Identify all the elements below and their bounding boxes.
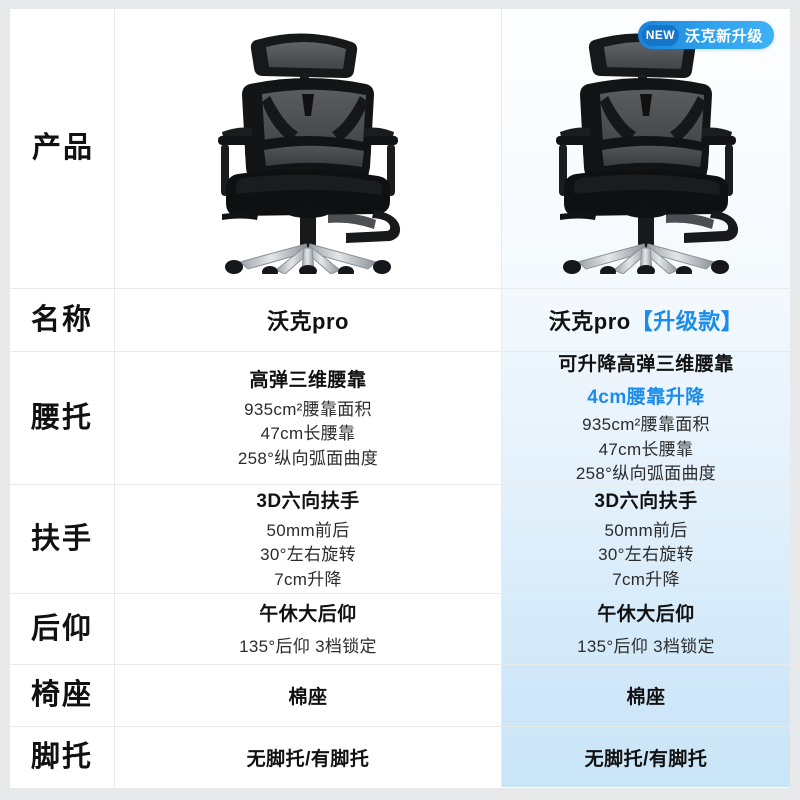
cell-new-recline: 午休大后仰 135°后仰 3档锁定: [502, 594, 790, 664]
chair-image-old: [115, 9, 501, 288]
spec-highlight: 4cm腰靠升降: [587, 387, 705, 409]
row-label-seat: 椅座: [10, 665, 115, 726]
chair-image-new: [502, 9, 790, 288]
cell-old-armrest: 3D六向扶手 50mm前后 30°左右旋转 7cm升降: [115, 485, 502, 593]
spec-title: 棉座: [288, 687, 328, 708]
spec-line: 935cm²腰靠面积: [244, 399, 372, 419]
spec-line: 935cm²腰靠面积: [582, 415, 710, 435]
spec-line: 135°后仰 3档锁定: [577, 636, 715, 656]
spec-line: 7cm升降: [274, 569, 342, 589]
table-row-lumbar: 腰托 高弹三维腰靠 935cm²腰靠面积 47cm长腰靠 258°纵向弧面曲度 …: [10, 352, 790, 485]
new-badge-label: 沃克新升级: [684, 27, 763, 45]
spec-line: 135°后仰 3档锁定: [239, 636, 377, 656]
cell-old-footrest: 无脚托/有脚托: [115, 727, 502, 787]
row-label-name: 名称: [10, 289, 115, 351]
row-label-text: 名称: [30, 303, 93, 336]
new-badge-chip: NEW: [641, 24, 679, 46]
spec-line: 258°纵向弧面曲度: [237, 448, 379, 468]
table-row-armrest: 扶手 3D六向扶手 50mm前后 30°左右旋转 7cm升降 3D六向扶手 50…: [10, 485, 790, 594]
product-name-new-suffix: 【升级款】: [630, 309, 744, 334]
cell-new-seat: 棉座: [502, 665, 790, 726]
cell-old-seat: 棉座: [115, 665, 502, 726]
row-label-footrest: 脚托: [10, 727, 115, 787]
office-chair-icon: [556, 32, 739, 274]
row-label-text: 椅座: [30, 679, 93, 711]
spec-title: 可升降高弹三维腰靠: [558, 354, 734, 376]
cell-new-product-image: NEW 沃克新升级: [502, 9, 790, 288]
table-row-name: 名称 沃克pro 沃克pro【升级款】: [10, 289, 790, 352]
row-label-lumbar: 腰托: [10, 352, 115, 484]
spec-line: 7cm升降: [612, 569, 680, 589]
row-label-text: 扶手: [30, 522, 93, 555]
cell-old-name: 沃克pro: [115, 289, 502, 351]
spec-title: 午休大后仰: [597, 603, 695, 625]
cell-old-product-image: [115, 9, 502, 288]
product-name-new-base: 沃克pro: [548, 309, 631, 334]
row-label-armrest: 扶手: [10, 485, 115, 593]
cell-new-name: 沃克pro【升级款】: [502, 289, 790, 351]
cell-new-footrest: 无脚托/有脚托: [502, 727, 790, 787]
spec-title: 3D六向扶手: [256, 490, 360, 512]
spec-line: 30°左右旋转: [598, 545, 694, 565]
cell-new-armrest: 3D六向扶手 50mm前后 30°左右旋转 7cm升降: [502, 485, 790, 593]
spec-line: 30°左右旋转: [260, 545, 356, 565]
table-row-seat: 椅座 棉座 棉座: [10, 665, 790, 727]
row-label-recline: 后仰: [10, 594, 115, 664]
product-name-old: 沃克pro: [267, 309, 349, 334]
new-upgrade-badge: NEW 沃克新升级: [637, 21, 774, 49]
row-label-product: 产品: [10, 9, 115, 288]
product-name-new: 沃克pro【升级款】: [549, 304, 743, 336]
table-row-product: 产品: [10, 9, 790, 289]
row-label-text: 后仰: [30, 612, 93, 645]
spec-title: 高弹三维腰靠: [249, 369, 367, 391]
spec-title: 棉座: [626, 687, 666, 708]
spec-line: 47cm长腰靠: [598, 439, 694, 459]
table-row-footrest: 脚托 无脚托/有脚托 无脚托/有脚托: [10, 727, 790, 787]
spec-title: 无脚托/有脚托: [246, 748, 370, 770]
product-comparison-table: 产品: [10, 9, 790, 788]
spec-title: 无脚托/有脚托: [584, 748, 708, 770]
spec-title: 3D六向扶手: [594, 490, 698, 512]
cell-new-lumbar: 可升降高弹三维腰靠 4cm腰靠升降 935cm²腰靠面积 47cm长腰靠 258…: [502, 352, 790, 484]
office-chair-icon: [218, 32, 401, 274]
spec-line: 50mm前后: [604, 520, 688, 540]
cell-old-lumbar: 高弹三维腰靠 935cm²腰靠面积 47cm长腰靠 258°纵向弧面曲度: [115, 352, 502, 484]
table-row-recline: 后仰 午休大后仰 135°后仰 3档锁定 午休大后仰 135°后仰 3档锁定: [10, 594, 790, 665]
cell-old-recline: 午休大后仰 135°后仰 3档锁定: [115, 594, 502, 664]
spec-line: 258°纵向弧面曲度: [575, 464, 717, 484]
row-label-text: 产品: [32, 132, 95, 164]
spec-title: 午休大后仰: [259, 603, 357, 625]
spec-line: 50mm前后: [266, 520, 350, 540]
row-label-text: 腰托: [30, 401, 93, 434]
spec-line: 47cm长腰靠: [260, 424, 356, 444]
row-label-text: 脚托: [30, 740, 93, 773]
